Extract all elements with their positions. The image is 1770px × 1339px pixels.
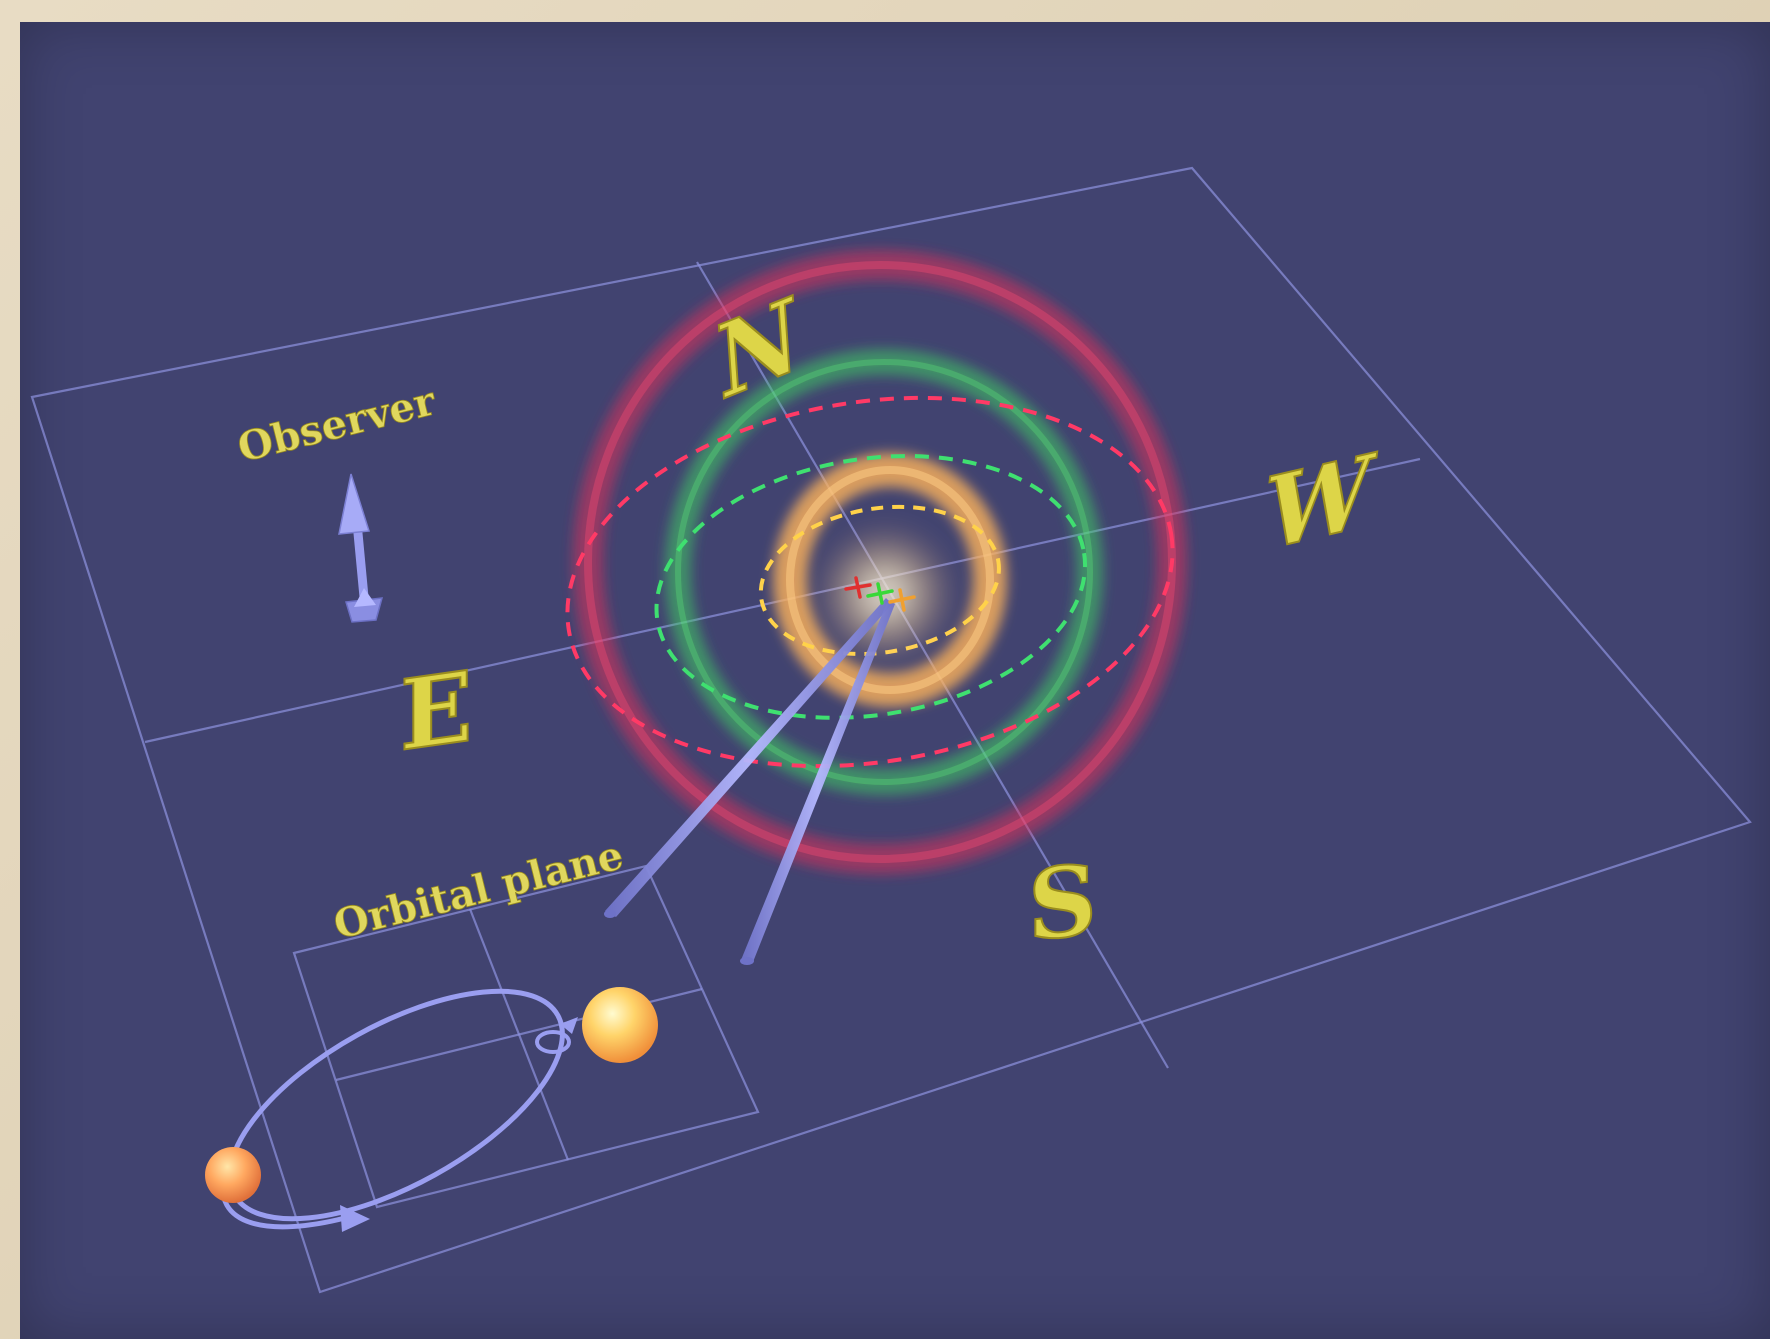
middle-ring <box>665 349 1103 795</box>
diagram-svg: N W E S Observer Orbital plane <box>30 166 1752 1294</box>
south-label: S <box>1028 843 1097 964</box>
middle-dashed-orbit <box>654 454 1088 720</box>
green-cross-marker <box>866 582 894 605</box>
compass-labels: N W E S <box>399 273 1381 964</box>
secondary-star <box>205 1147 261 1203</box>
diagram-canvas: N W E S Observer Orbital plane <box>20 22 1770 1339</box>
orbital-plane-outline <box>292 864 760 1209</box>
outer-dashed-orbit <box>565 395 1175 769</box>
orange-cross-marker <box>888 588 916 612</box>
binary-orbit <box>220 988 578 1232</box>
sight-cone-2-base <box>740 957 754 965</box>
binary-orbit-path <box>227 988 565 1222</box>
west-label: W <box>1258 431 1380 574</box>
double-headed-arrow-icon <box>338 473 384 623</box>
cross-marker-icon <box>844 576 916 612</box>
middle-ring-core <box>675 359 1093 785</box>
sight-line-cones <box>604 598 895 965</box>
sky-plane-outline <box>30 166 1752 1294</box>
primary-star <box>582 987 658 1063</box>
sight-cone-1 <box>605 598 892 917</box>
small-orbit-arrow-icon <box>560 1017 578 1034</box>
sight-cone-2 <box>741 600 895 962</box>
small-orbit-loop <box>535 1030 571 1054</box>
sky-plane-grid <box>30 166 1752 1294</box>
sight-cone-1-base <box>604 910 616 918</box>
east-label: E <box>400 648 472 773</box>
orbit-arrow-icon <box>340 1205 370 1232</box>
red-cross-marker <box>844 576 872 599</box>
observer-label: Observer <box>233 377 441 472</box>
inner-ring-core <box>786 466 994 694</box>
